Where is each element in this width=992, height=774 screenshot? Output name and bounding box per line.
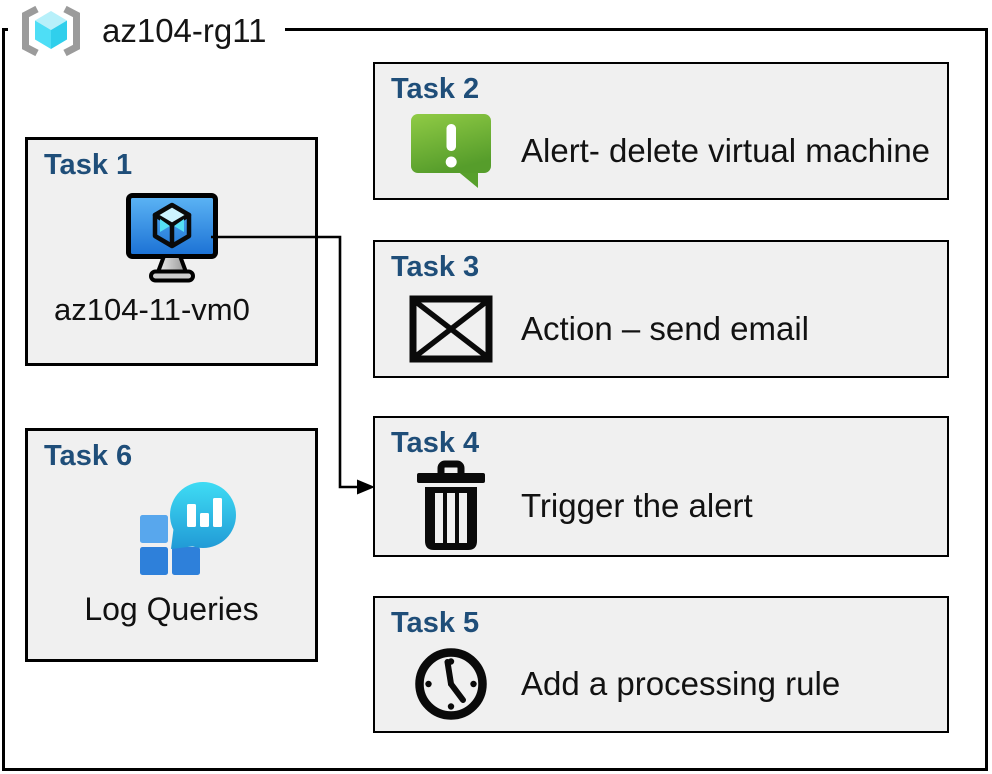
task-4-box: Task 4 Trigger the alert	[373, 416, 949, 557]
resource-group-legend: az104-rg11	[8, 2, 285, 60]
task-4-title: Task 4	[391, 427, 480, 459]
task-1-title: Task 1	[44, 149, 133, 181]
task-6-label: Log Queries	[84, 590, 259, 627]
task-2-box: Task 2 Ale	[373, 62, 949, 200]
task-3-title: Task 3	[391, 251, 480, 283]
task-5-box: Task 5 Add a processing rule	[373, 596, 949, 733]
email-envelope-icon	[409, 295, 493, 363]
task-6-box: Task 6	[25, 428, 318, 662]
task-3-label: Action – send email	[521, 309, 809, 347]
resource-group-name: az104-rg11	[102, 12, 267, 49]
task-2-label: Alert- delete virtual machine	[521, 131, 931, 169]
trash-icon	[414, 460, 488, 552]
alert-message-icon	[409, 111, 493, 191]
virtual-machine-icon	[123, 190, 221, 284]
task-3-box: Task 3 Action – send email	[373, 240, 949, 378]
task-1-box: Task 1	[25, 137, 318, 366]
task-6-title: Task 6	[44, 440, 133, 472]
resource-group-icon	[14, 4, 88, 58]
clock-icon	[410, 645, 492, 723]
task-1-label: az104-11-vm0	[54, 291, 250, 327]
task-4-label: Trigger the alert	[521, 487, 753, 525]
task-5-label: Add a processing rule	[521, 665, 841, 703]
log-queries-icon	[132, 477, 244, 581]
task-2-title: Task 2	[391, 73, 480, 105]
task-5-title: Task 5	[391, 607, 480, 639]
